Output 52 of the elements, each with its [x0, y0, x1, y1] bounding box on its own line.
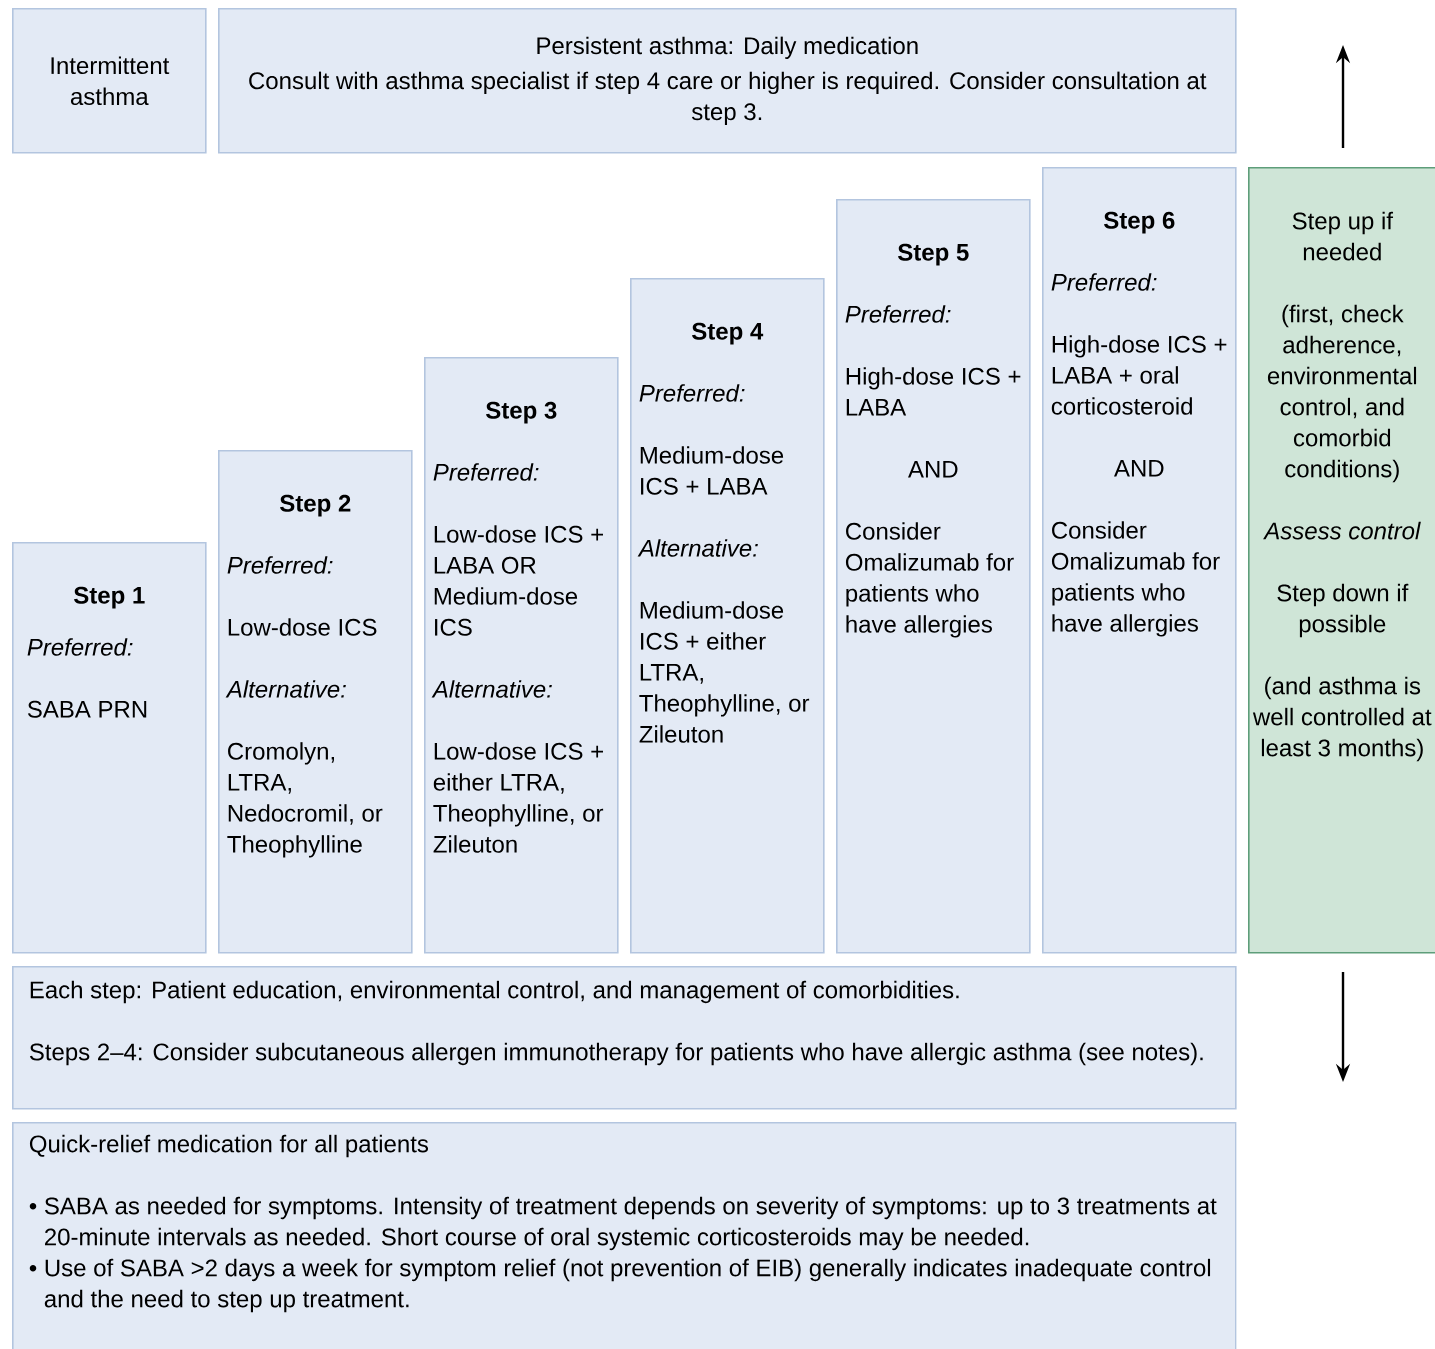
- box-text: High-dose ICS + LABA + oral corticosteroid: [1051, 335, 1227, 415]
- step-heading: Step 1: [74, 586, 145, 609]
- box-text: SABA PRN: [27, 700, 147, 718]
- quick-relief-box: [12, 1122, 1237, 1349]
- box-text: Consider Omalizumab for patients who have allergies: [1051, 521, 1220, 637]
- box-text: Consult with asthma specialist if step 4 care or higher is required. Consider consultation at step 3.: [249, 71, 1207, 125]
- step-box: [424, 357, 619, 954]
- box-text: Low-dose ICS + LABA OR Medium-dose ICS: [434, 525, 603, 636]
- step-box: [630, 278, 825, 954]
- box-text: AND: [908, 461, 958, 478]
- box-text: (first, check adherence, environmental control, and comorbid conditions): [1267, 304, 1417, 483]
- box-text: Low-dose ICS + either LTRA, Theophylline, or Zileuton: [433, 742, 604, 853]
- box-text: Step up if needed: [1292, 211, 1393, 261]
- option-label: Alternative:: [637, 539, 758, 557]
- step-box: [836, 199, 1031, 954]
- option-label: Preferred:: [845, 305, 951, 323]
- option-label: Alternative:: [225, 680, 346, 698]
- step-heading: Step 5: [898, 243, 969, 266]
- step-heading: Step 2: [280, 494, 351, 517]
- option-label: Preferred:: [433, 463, 539, 481]
- option-label: Preferred:: [1051, 273, 1157, 291]
- box-text: Steps 2–4: Consider subcutaneous allergen immunotherapy for patients who have allergic asthma (see notes).: [29, 1042, 1203, 1066]
- box-text: Persistent asthma: Daily medication: [537, 36, 918, 59]
- option-label: Preferred:: [227, 556, 333, 574]
- box-text: High-dose ICS + LABA: [846, 367, 1021, 416]
- step-box: [12, 542, 207, 954]
- box-text: Medium-dose ICS + either LTRA, Theophylline, or Zileuton: [639, 601, 810, 743]
- box-text: Cromolyn, LTRA, Nedocromil, or Theophylline: [227, 742, 383, 858]
- box-text: AND: [1114, 460, 1164, 477]
- step-heading: Step 4: [692, 322, 764, 345]
- box-text: Quick-relief medication for all patients: [29, 1134, 429, 1158]
- option-label: Preferred:: [639, 384, 745, 402]
- stage-box: [12, 8, 207, 154]
- box-text: Assess control: [1263, 521, 1421, 540]
- option-label: Preferred:: [27, 638, 133, 656]
- box-text: Step down if possible: [1277, 583, 1409, 638]
- step-box: [1042, 167, 1237, 954]
- box-text: Each step: Patient education, environmental control, and management of comorbidities.: [30, 980, 959, 1004]
- step-heading: Step 6: [1104, 211, 1175, 234]
- assessment-box: [1248, 167, 1435, 954]
- box-text: Consider Omalizumab for patients who have allergies: [845, 522, 1014, 638]
- step-heading: Step 3: [486, 401, 557, 424]
- step-box: [218, 450, 413, 954]
- box-text: Low-dose ICS: [228, 618, 377, 636]
- note-box: [12, 966, 1237, 1110]
- bullet-text: • SABA as needed for symptoms. Intensity of treatment depends on severity of symptoms: up to 3 treatments at 20-minute intervals as needed. Short course of oral systemic corticosteroids may be needed.: [29, 1196, 1217, 1251]
- box-text: (and asthma is well controlled at least 3 months): [1252, 676, 1432, 762]
- box-text: Medium-dose ICS + LABA: [640, 446, 784, 495]
- bullet-text: • Use of SABA >2 days a week for symptom relief (not prevention of EIB) generally indicates inadequate control and the need to step up treatment.: [29, 1258, 1211, 1313]
- box-text: Intermittent asthma: [51, 56, 170, 106]
- option-label: Alternative:: [431, 680, 552, 698]
- stage-box: [218, 8, 1237, 154]
